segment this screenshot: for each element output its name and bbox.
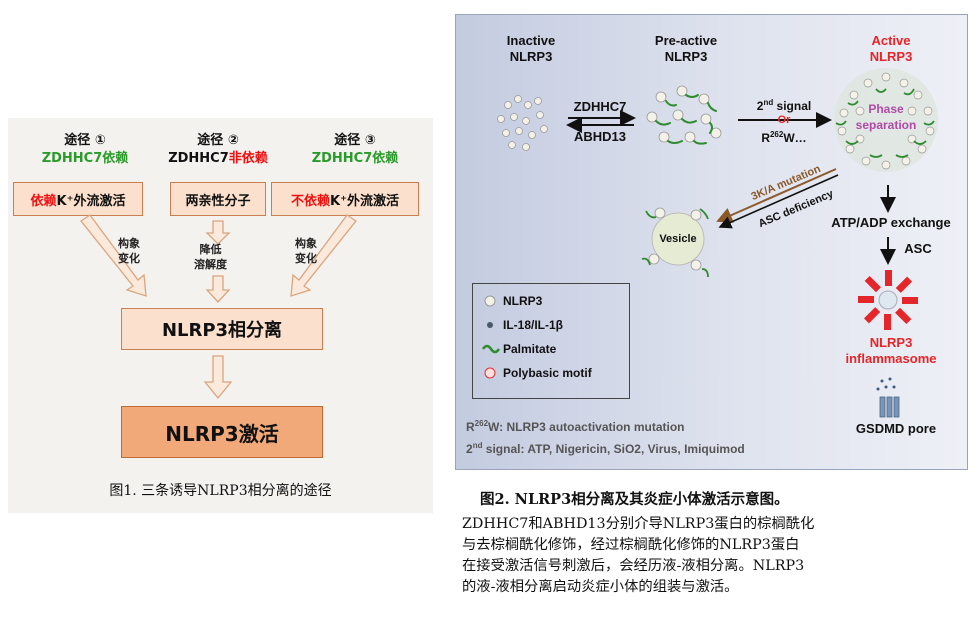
- right-note: 构象 变化: [295, 237, 317, 265]
- asc-label: ASC: [904, 241, 932, 256]
- inflammasome-label: NLRP3 inflammasome: [845, 335, 937, 366]
- fig1-arrows: [80, 214, 357, 400]
- figure-1: 途径 ① ZDHHC7依赖 途径 ② ZDHHC7非依赖 途径 ③ ZDHHC7…: [8, 118, 433, 513]
- route-3-sub: ZDHHC7依赖: [311, 151, 399, 166]
- figure-2: Inactive NLRP3 Pre-active NLRP3 Active N…: [455, 14, 968, 470]
- pre-active-cluster: [646, 85, 722, 145]
- vesicle-label: Vesicle: [659, 233, 697, 245]
- route-1-title: 途径 ①: [64, 133, 106, 148]
- asc-deficiency-arrow: [718, 174, 839, 229]
- phase-separation-label: Phase separation: [855, 102, 917, 132]
- gsdmd-pore-label: GSDMD pore: [855, 421, 937, 436]
- route-3-header: 途径 ③ ZDHHC7依赖: [290, 132, 420, 168]
- route-2-sub: ZDHHC7非依赖: [153, 150, 283, 168]
- route-3-box-red: 不依赖: [291, 193, 331, 209]
- desc-line-1: ZDHHC7和ABHD13分别介导NLRP3蛋白的棕榈酰化: [462, 516, 815, 532]
- phase-separation-box: NLRP3相分离: [121, 308, 323, 350]
- figure-2-caption: 图2. NLRP3相分离及其炎症小体激活示意图。: [480, 491, 789, 508]
- route-2-title: 途径 ②: [197, 133, 239, 148]
- figure-2-description: ZDHHC7和ABHD13分别介导NLRP3蛋白的棕榈酰化 与去棕榈酰化修饰，经…: [462, 514, 970, 598]
- route-1-header: 途径 ① ZDHHC7依赖: [20, 132, 150, 168]
- route-1-sub: ZDHHC7依赖: [41, 151, 129, 166]
- legend-palmitate: Palmitate: [503, 342, 557, 356]
- atp-exchange-label: ATP/ADP exchange: [831, 215, 951, 230]
- middle-top-arrow: [205, 220, 231, 245]
- zdhhc7-label: ZDHHC7: [573, 99, 627, 114]
- route-1-box-text: K⁺外流激活: [56, 193, 126, 209]
- route-1-box-red: 依赖: [30, 193, 57, 209]
- legend-il18: IL-18/IL-1β: [503, 318, 563, 332]
- route-3-title: 途径 ③: [334, 133, 376, 148]
- left-note: 构象 变化: [118, 237, 140, 265]
- preactive-label: Pre-active NLRP3: [654, 33, 718, 64]
- middle-bottom-arrow: [205, 275, 231, 303]
- phase-separation-blob: [834, 68, 938, 172]
- footnote-signal: 2nd signal: ATP, Nigericin, SiO2, Virus,…: [466, 441, 745, 456]
- legend: NLRP3 IL-18/IL-1β Palmitate Polybasic mo…: [472, 283, 630, 399]
- footnote-signal-text: signal: ATP, Nigericin, SiO2, Virus, Imi…: [482, 442, 745, 456]
- desc-line-4: 的液-液相分离启动炎症小体的组装与激活。: [462, 579, 739, 595]
- desc-line-3: 在接受激活信号刺激后，会经历液-液相分离。NLRP3: [462, 558, 805, 574]
- route-2-sub-prefix: ZDHHC7: [168, 151, 229, 166]
- desc-line-2: 与去棕榈酰化修饰，经过棕榈酰化修饰的NLRP3蛋白: [462, 537, 800, 553]
- activation-box: NLRP3激活: [121, 406, 323, 458]
- legend-polybasic: Polybasic motif: [503, 366, 592, 380]
- gsdmd-pore: [876, 377, 900, 418]
- active-label: Active NLRP3: [869, 33, 913, 64]
- legend-nlrp3: NLRP3: [503, 294, 543, 308]
- route-3-box-text: K⁺外流激活: [330, 193, 399, 209]
- inactive-label: Inactive NLRP3: [506, 33, 556, 64]
- middle-note: 降低 溶解度: [194, 243, 227, 271]
- route-2-box: 两亲性分子: [170, 182, 266, 216]
- legend-icons: [481, 295, 501, 379]
- inactive-nlrp3-dots: [497, 95, 548, 151]
- figure-1-caption: 图1. 三条诱导NLRP3相分离的途径: [109, 483, 332, 499]
- r262w-label: R262W…: [761, 130, 807, 145]
- mutation-arrow: [716, 168, 837, 223]
- route-2-header: 途径 ② ZDHHC7非依赖: [153, 132, 283, 168]
- fig2-drawing: [481, 68, 938, 418]
- route-2-sub-red: 非依赖: [228, 151, 268, 166]
- center-down-arrow: [203, 355, 233, 400]
- inflammasome-ring: [858, 270, 918, 330]
- footnote-r262w-text: W: NLRP3 autoactivation mutation: [488, 420, 685, 434]
- footnote-r262w: R262W: NLRP3 autoactivation mutation: [466, 419, 685, 434]
- left-diagonal-arrow: [80, 214, 147, 297]
- second-signal-label: 2nd signal: [756, 98, 812, 113]
- abhd13-label: ABHD13: [573, 129, 626, 144]
- vesicle: [641, 207, 709, 278]
- right-diagonal-arrow: [290, 214, 357, 297]
- route-2-box-text: 两亲性分子: [185, 193, 251, 209]
- or-label: Or: [777, 114, 791, 126]
